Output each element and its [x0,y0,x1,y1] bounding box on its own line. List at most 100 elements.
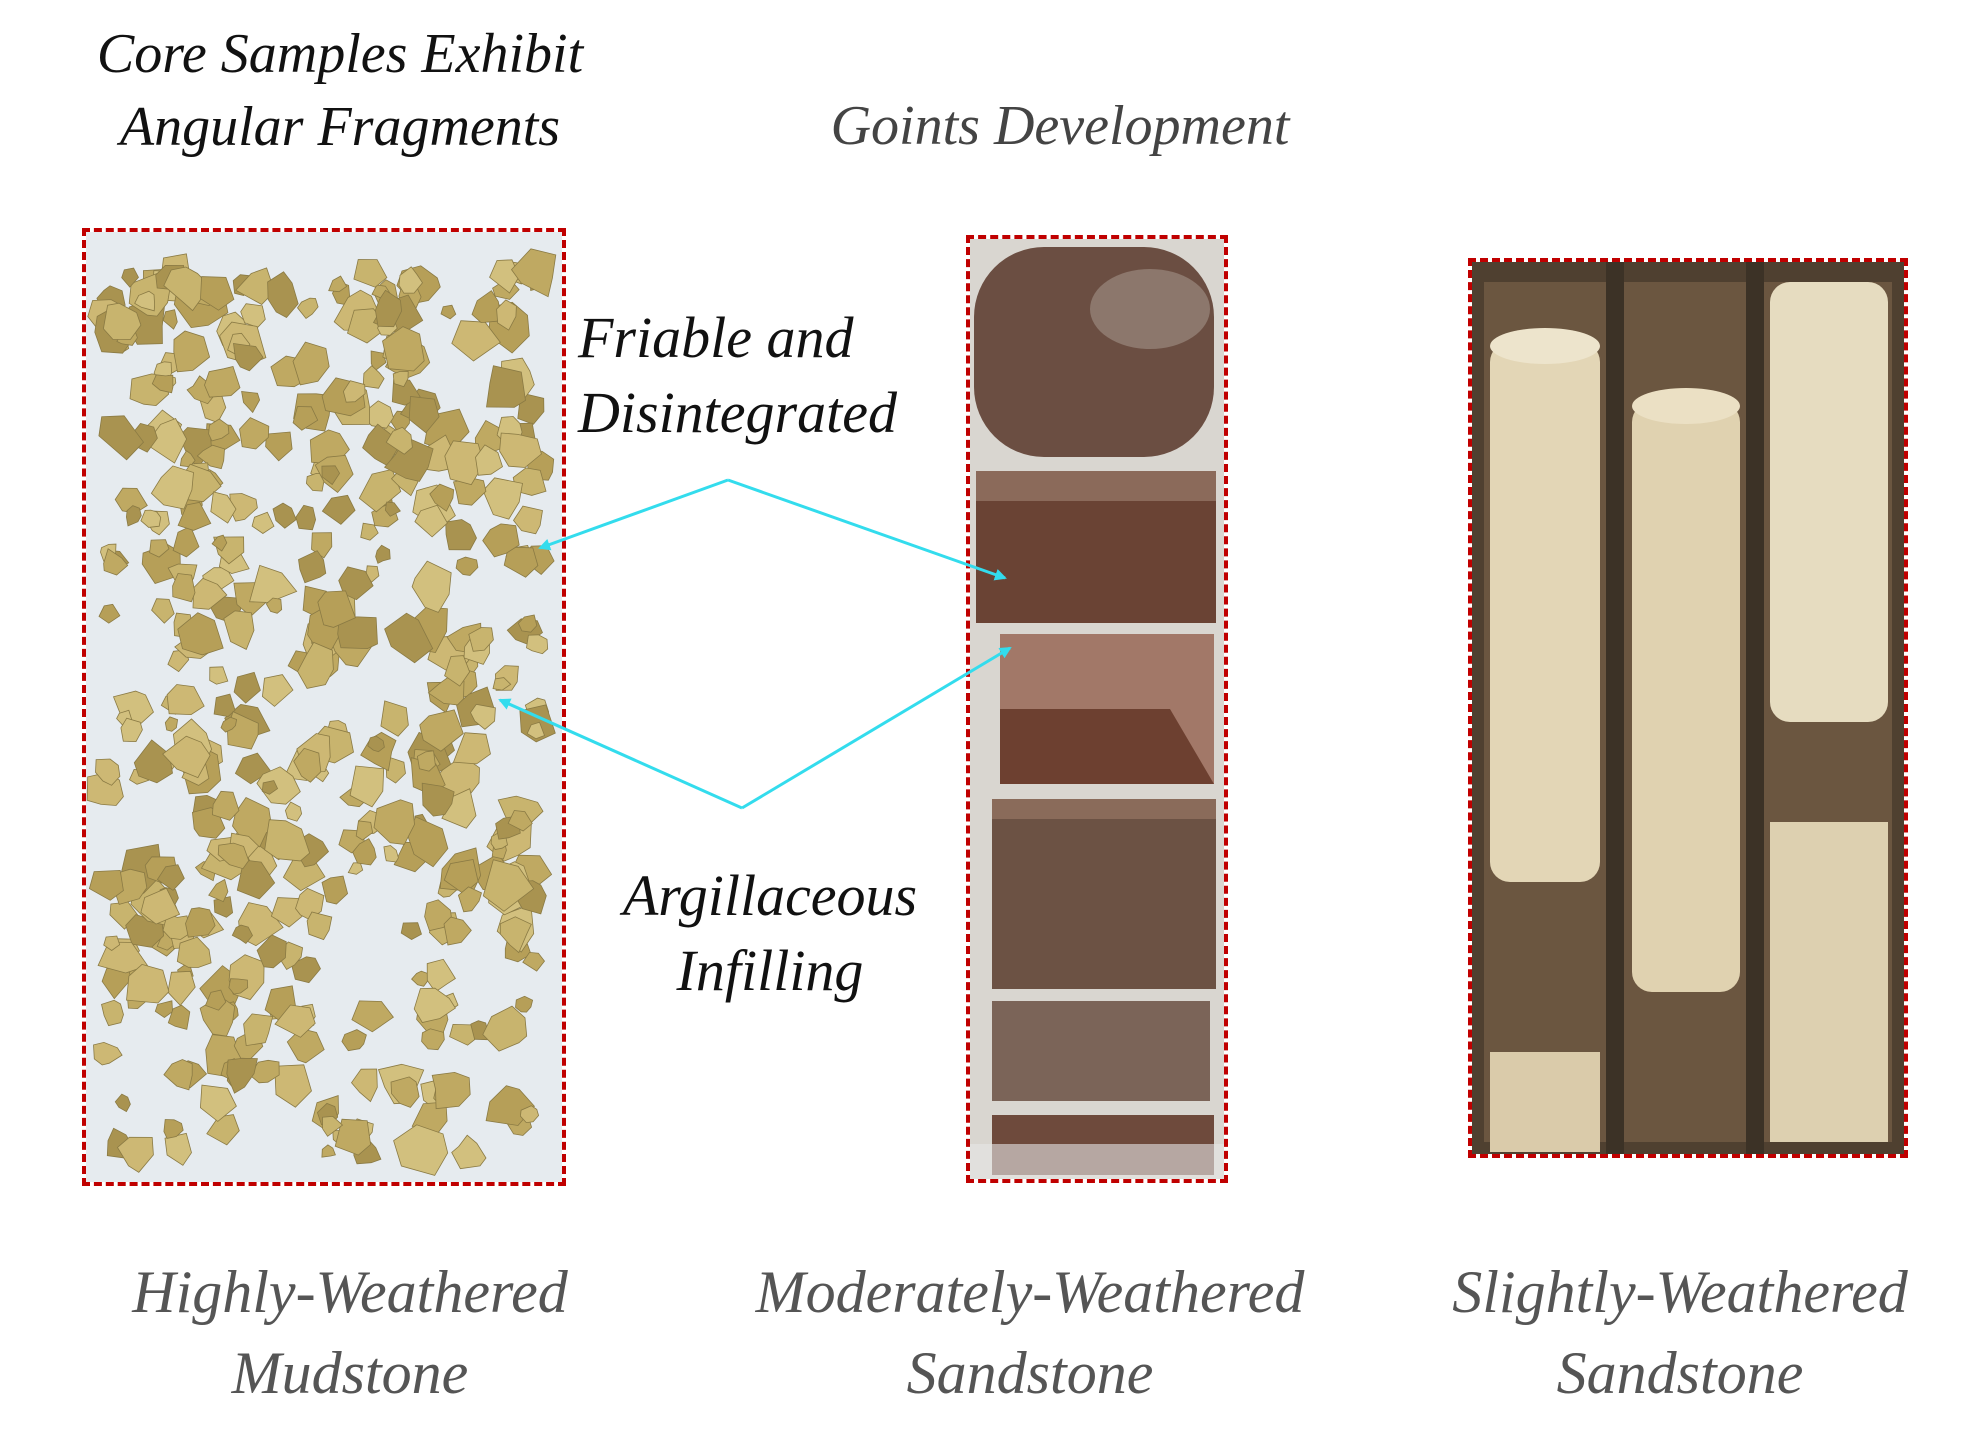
mudstone-fragment [292,406,319,431]
friable-annotation: Friable and Disintegrated [578,300,978,451]
mudstone-fragment [185,907,216,938]
mudstone-fragment [507,810,533,832]
mudstone-fragment [517,614,538,633]
mudstone-fragment [162,309,178,330]
mudstone-fragment [211,790,240,821]
mudstone-fragment [408,396,440,434]
highly-weathered-caption: Highly-Weathered Mudstone [60,1252,640,1414]
mudstone-fragments-illustration [86,232,562,1182]
mudstone-fragment [475,444,503,476]
mudstone-fragment [243,1013,274,1047]
mudstone-fragment [321,494,356,525]
friable-line1: Friable and [578,305,854,370]
slightly-weathered-caption: Slightly-Weathered Sandstone [1400,1252,1960,1414]
mudstone-fragment [206,1114,240,1146]
mudstone-fragment [431,1071,471,1110]
mudstone-fragment [114,1093,131,1113]
moderately-caption-line2: Sandstone [906,1340,1154,1406]
mudstone-fragment [121,267,139,288]
mudstone-fragment [380,700,409,737]
mudstone-fragment [385,426,413,455]
mudstone-fragment [103,935,121,951]
mudstone-fragment [286,1028,325,1064]
mudstone-fragment [120,717,143,743]
mudstone-fragment [204,366,241,398]
mudstone-fragment [452,732,491,765]
mudstone-fragment [393,1124,449,1176]
core-tray-illustration [1472,262,1904,1154]
friable-arrow-right [727,478,1007,581]
mudstone-fragment [162,913,191,940]
mudstone-fragment [151,374,174,394]
mudstone-fragment [449,1023,476,1046]
mudstone-fragment [265,431,293,462]
mudstone-fragment [140,509,162,528]
mudstone-fragment [172,573,196,603]
mudstone-fragment [149,539,170,558]
joints-heading: Goints Development [830,95,1290,157]
mudstone-fragment [306,911,333,941]
mudstone-fragment [134,290,156,312]
mudstone-fragment [200,276,235,311]
mudstone-fragment [347,862,364,875]
mudstone-fragment [455,556,479,576]
mudstone-fragment [125,505,142,527]
slightly-weathered-sandstone-photo [1468,258,1908,1158]
mudstone-fragment [510,248,557,298]
mudstone-fragment [355,820,374,841]
mudstone-fragment [468,627,494,652]
highly-weathered-mudstone-photo [82,228,566,1186]
mudstone-fragment [411,560,452,613]
mudstone-fragment [98,603,121,624]
mudstone-fragment [211,534,228,552]
mudstone-fragment [233,671,261,704]
mudstone-fragment [341,1029,367,1052]
highly-caption-line1: Highly-Weathered [132,1259,568,1325]
mudstone-fragment [226,1057,258,1094]
highly-caption-line2: Mudstone [231,1340,469,1406]
mudstone-fragment [167,1004,191,1030]
mudstone-fragment [352,838,377,866]
mudstone-fragment [208,878,229,903]
friable-arrow-left [538,478,729,551]
mudstone-fragment [102,302,142,340]
mudstone-fragment [321,875,349,905]
mudstone-fragment [419,709,464,752]
mudstone-fragment [486,365,526,408]
mudstone-fragment [233,343,264,372]
mudstone-fragment [297,641,334,689]
mudstone-fragment [204,989,227,1011]
mudstone-fragment [261,780,279,795]
mudstone-fragment [213,693,236,718]
mudstone-fragment [503,546,539,578]
mudstone-fragment [358,468,402,513]
mudstone-fragment [293,747,322,783]
mudstone-fragment [471,290,501,324]
mudstone-fragment [414,504,448,538]
mudstone-fragment [208,418,230,442]
mudstone-fragment [413,987,456,1023]
mudstone-fragment [367,735,385,753]
mudstone-fragment [220,716,238,733]
mudstone-fragment [95,758,121,786]
mudstone-fragment [231,924,253,945]
mudstone-fragment [98,415,145,461]
mudstone-fragment [213,896,234,918]
fragments-heading-line2: Angular Fragments [119,95,561,158]
mudstone-fragment [457,886,482,913]
mudstone-fragment [256,934,287,969]
mudstone-fragment [166,684,205,716]
mudstone-fragment [440,304,457,320]
mudstone-fragment [482,859,535,912]
argillaceous-annotation: Argillaceous Infilling [580,858,960,1009]
mudstone-fragment [284,801,303,822]
mudstone-fragment [164,716,179,732]
mudstone-fragment [392,370,409,388]
mudstone-fragment [173,330,211,373]
mudstone-fragment [167,970,196,1007]
mudstone-fragment [295,504,317,531]
argillaceous-line2: Infilling [676,938,864,1004]
mudstone-fragment [298,550,327,584]
mudstone-fragment [499,432,542,468]
mudstone-fragment [163,1119,184,1139]
